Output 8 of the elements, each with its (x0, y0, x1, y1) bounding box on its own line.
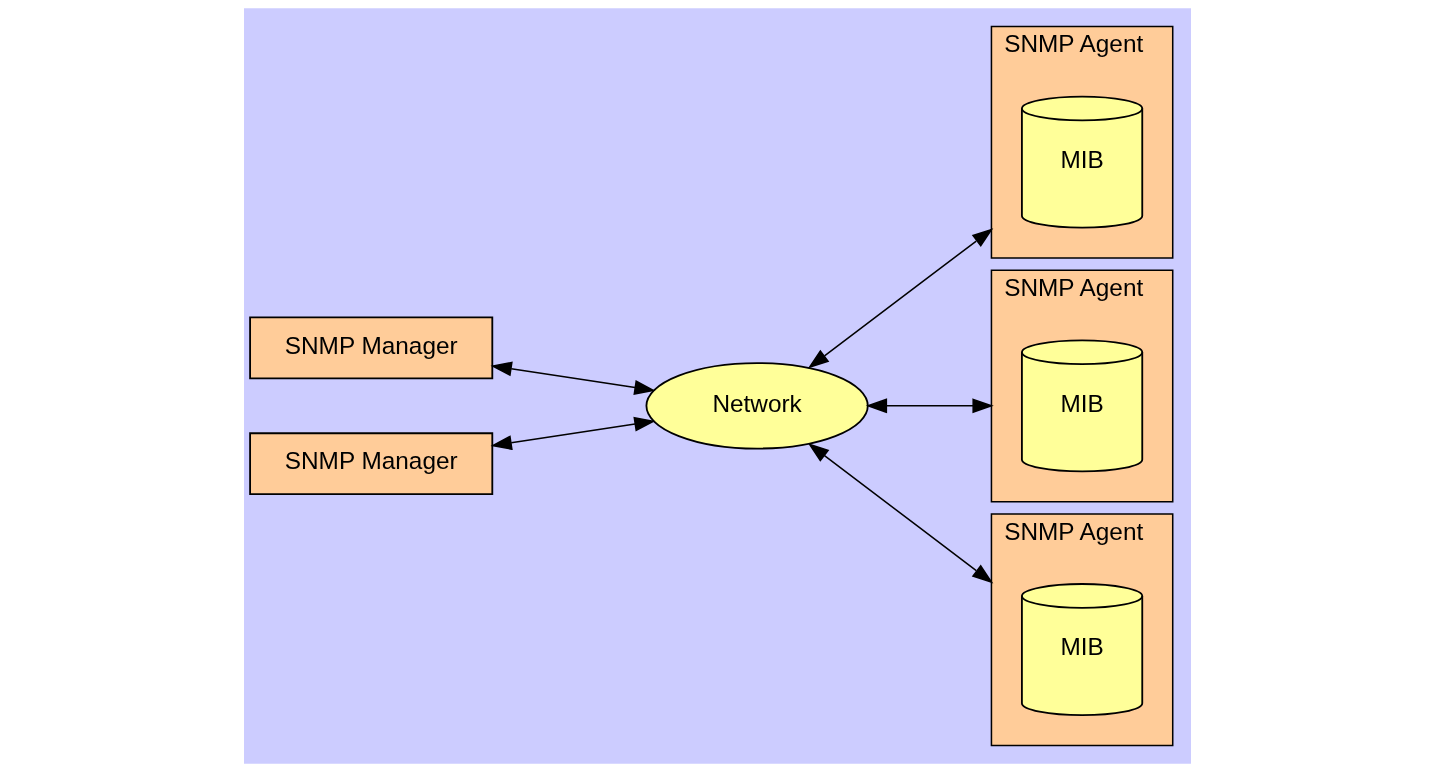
node-box: SNMP Manager (249, 432, 494, 496)
arrow (490, 416, 656, 451)
node-ellipse: Network (645, 362, 869, 450)
arrow (807, 443, 994, 584)
arrow (865, 398, 994, 414)
node-box: SNMP Manager (249, 316, 494, 380)
arrow (490, 361, 656, 395)
arrow (807, 228, 994, 369)
